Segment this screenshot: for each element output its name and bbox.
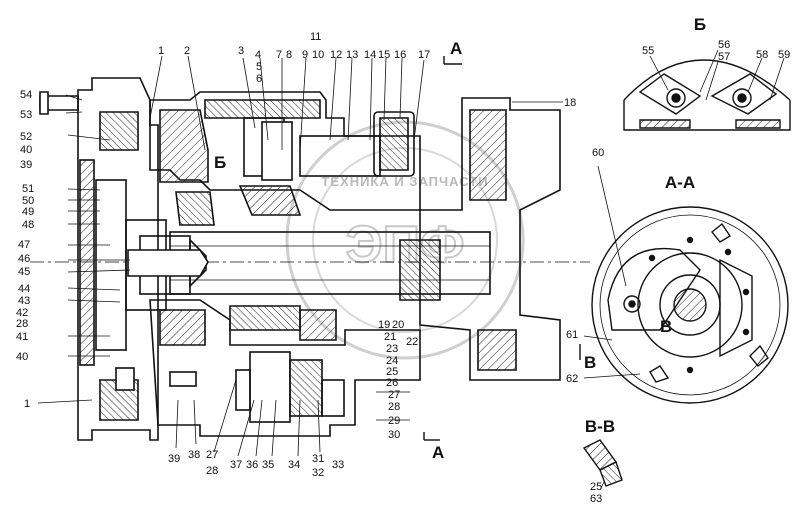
callout: 40: [16, 351, 28, 363]
callout: 28: [206, 465, 218, 477]
callout: 60: [592, 147, 604, 159]
callout: 51: [22, 183, 34, 195]
callout: 43: [18, 295, 30, 307]
callout: 39: [168, 453, 180, 465]
callout: 28: [388, 401, 400, 413]
callout: 54: [20, 89, 32, 101]
callout: 27: [206, 449, 218, 461]
callout: 8: [286, 49, 292, 61]
view-vv: [582, 439, 623, 491]
callout: 52: [20, 131, 32, 143]
callout: 44: [18, 283, 30, 295]
callout: 42: [16, 307, 28, 319]
callout: 33: [332, 459, 344, 471]
callout: 1: [158, 45, 164, 57]
leader-lines: [37, 55, 563, 457]
callout: 29: [388, 415, 400, 427]
view-b-detail: [623, 49, 791, 131]
view-aa-title: А-А: [665, 173, 695, 192]
main-section-view: [30, 77, 590, 441]
callout: 12: [330, 49, 342, 61]
callout: 9: [302, 49, 308, 61]
view-vv-title: В-В: [585, 417, 615, 436]
callout: 34: [288, 459, 300, 471]
callout: 38: [188, 449, 200, 461]
callout: 23: [386, 343, 398, 355]
callout: 15: [378, 49, 390, 61]
callout: 5: [256, 61, 262, 73]
view-b-title: Б: [694, 15, 706, 34]
watermark-text: ТЕХНИКА И ЗАПЧАСТИ: [321, 174, 488, 189]
callout: 32: [312, 467, 324, 479]
callout: 6: [256, 73, 262, 85]
callout: 30: [388, 429, 400, 441]
view-aa: [583, 165, 789, 404]
callout: 50: [22, 195, 34, 207]
callout: 21: [384, 331, 396, 343]
section-label-v: В: [584, 353, 596, 372]
callout: 57: [718, 51, 730, 63]
callout: 35: [262, 459, 274, 471]
callout: 53: [20, 109, 32, 121]
callout: 61: [566, 329, 578, 341]
callout-numbers: 1 2 3 4 5 6 7 8 9 10 11 12 13 14 15 16 1…: [16, 31, 790, 505]
callout: 45: [18, 266, 30, 278]
callout: 55: [642, 45, 654, 57]
callout: 18: [564, 97, 576, 109]
callout: 24: [386, 355, 398, 367]
callout: 3: [238, 45, 244, 57]
callout: 63: [590, 493, 602, 505]
callout: 62: [566, 373, 578, 385]
callout: 4: [255, 49, 261, 61]
callout: 27: [388, 389, 400, 401]
callout: 14: [364, 49, 376, 61]
callout: 41: [16, 331, 28, 343]
callout: 11: [310, 31, 321, 43]
callout: 16: [394, 49, 406, 61]
callout: 48: [22, 219, 34, 231]
callout: 2: [184, 45, 190, 57]
callout: 13: [346, 49, 358, 61]
section-cut-markers: [423, 56, 581, 441]
callout: 22: [406, 336, 418, 348]
callout: 10: [312, 49, 324, 61]
callout: 31: [312, 453, 324, 465]
callout: 19: [378, 319, 390, 331]
callout: 56: [718, 39, 730, 51]
callout: 47: [18, 239, 30, 251]
callout: 39: [20, 159, 32, 171]
callout: 1: [24, 398, 30, 410]
section-label-b: Б: [214, 153, 226, 172]
view-aa-v-label: В: [660, 317, 672, 336]
callout: 25: [590, 481, 602, 493]
callout: 46: [18, 253, 30, 265]
callout: 36: [246, 459, 258, 471]
callout: 28: [16, 318, 28, 330]
callout: 59: [778, 49, 790, 61]
section-label-a-bottom: A: [432, 443, 444, 462]
callout: 17: [418, 49, 430, 61]
callout: 37: [230, 459, 242, 471]
callout: 20: [392, 319, 404, 331]
callout: 58: [756, 49, 768, 61]
callout: 25: [386, 366, 398, 378]
section-label-a-top: A: [450, 39, 462, 58]
callout: 26: [386, 377, 398, 389]
callout: 7: [276, 49, 282, 61]
callout: 49: [22, 206, 34, 218]
callout: 40: [20, 144, 32, 156]
